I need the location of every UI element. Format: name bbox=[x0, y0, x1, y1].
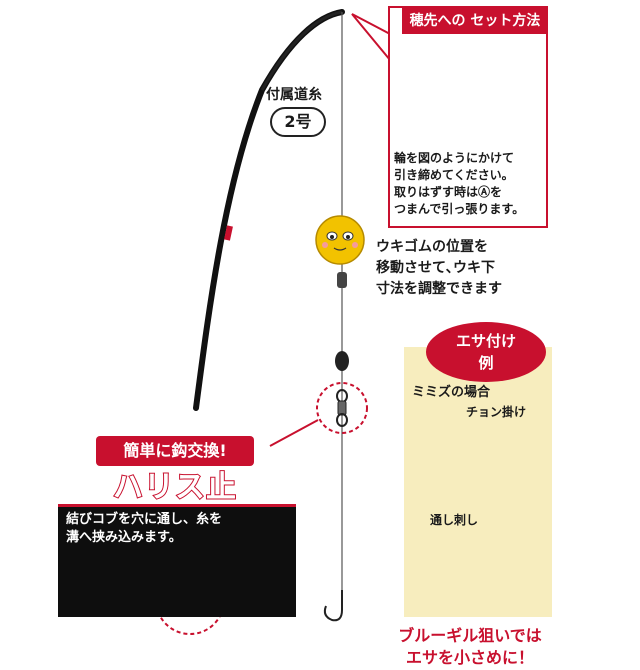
bluegill-tip: ブルーギル狙いでは エサを小さめに！ bbox=[380, 625, 560, 669]
float-icon bbox=[315, 215, 365, 265]
float-rubber bbox=[337, 272, 347, 288]
instruction-line: 引き締めてください。 bbox=[394, 168, 514, 182]
bait-badge-line: 例 bbox=[478, 354, 494, 372]
callout-pointer bbox=[351, 13, 391, 63]
bait-badge-line: エサ付け bbox=[455, 332, 516, 350]
harisu-stopper-instructions: 結びコブを穴に通し、糸を 溝へ挟み込みます。 bbox=[66, 511, 296, 547]
float-note-line: 寸法を調整できます bbox=[376, 281, 502, 297]
swivel-icon bbox=[336, 389, 348, 427]
hook-icon bbox=[323, 590, 343, 622]
swivel-pointer bbox=[269, 419, 319, 447]
bait-method-chon: チョン掛け bbox=[466, 405, 527, 419]
bait-case-label: ミミズの場合 bbox=[412, 385, 491, 400]
rod-tip-segment bbox=[260, 10, 343, 91]
rod-red-marker bbox=[224, 225, 233, 241]
harisu-stopper-panel bbox=[58, 504, 296, 617]
easy-hook-change-badge: 簡単に鈎交換! bbox=[96, 436, 254, 466]
swivel-highlight bbox=[316, 382, 368, 434]
bait-tip-line: エサを小さめに！ bbox=[405, 648, 534, 667]
float-note-line: ウキゴムの位置を bbox=[376, 239, 488, 255]
bait-example-panel bbox=[404, 347, 552, 617]
swivel-instruction-line: 結びコブを穴に通し、糸を bbox=[66, 512, 223, 527]
bait-tip-line: ブルーギル狙いでは bbox=[398, 626, 542, 645]
set-method-title: 穂先への セット方法 bbox=[402, 8, 548, 34]
line-label: 付属道糸 bbox=[266, 87, 322, 103]
float-note-line: 移動させて､ウキ下 bbox=[376, 260, 495, 276]
fishing-rod bbox=[193, 9, 345, 411]
sinker bbox=[335, 351, 349, 371]
set-method-instructions: 輪を図のようにかけて 引き締めてください。 取りはずす時はⒶを つまんで引っ張り… bbox=[394, 150, 544, 218]
bait-method-toshi: 通し刺し bbox=[430, 513, 479, 527]
instruction-line: 取りはずす時はⒶを bbox=[394, 185, 503, 199]
swivel-instruction-line: 溝へ挟み込みます。 bbox=[66, 530, 182, 545]
line-size-badge: 2号 bbox=[270, 107, 326, 137]
float-adjust-note: ウキゴムの位置を 移動させて､ウキ下 寸法を調整できます bbox=[376, 237, 502, 300]
instruction-line: 輪を図のようにかけて bbox=[394, 151, 515, 165]
bait-example-badge: エサ付け 例 bbox=[426, 322, 546, 382]
set-method-callout bbox=[388, 6, 548, 228]
instruction-line: つまんで引っ張ります。 bbox=[394, 202, 525, 216]
